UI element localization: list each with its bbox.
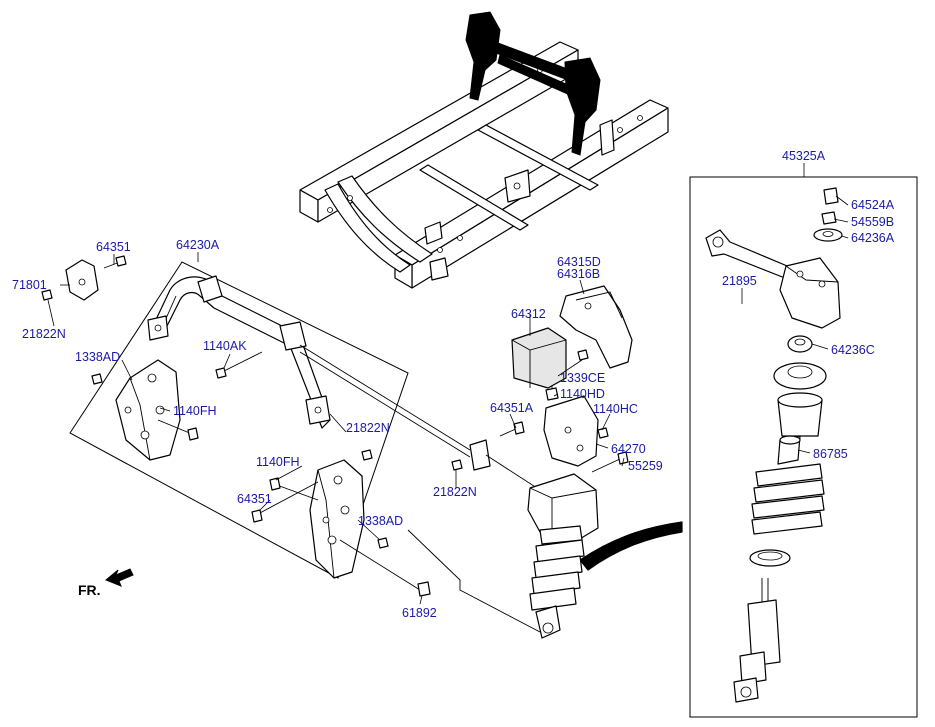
label-1339CE[interactable]: 1339CE	[560, 371, 605, 385]
label-64524A[interactable]: 64524A	[851, 198, 895, 212]
label-21822N-right[interactable]: 21822N	[433, 485, 477, 499]
label-1338AD-mid[interactable]: 1338AD	[358, 514, 403, 528]
vehicle-frame	[299, 11, 669, 289]
label-1338AD-left[interactable]: 1338AD	[75, 350, 120, 364]
label-61892[interactable]: 61892	[402, 606, 437, 620]
label-1140AK[interactable]: 1140AK	[203, 339, 247, 353]
label-64236C[interactable]: 64236C	[831, 343, 875, 357]
shock-kit-parts	[705, 187, 843, 703]
stabilizer-group-box	[69, 261, 409, 579]
lower-bracket-64270	[543, 395, 599, 467]
label-1140FH-mid[interactable]: 1140FH	[256, 455, 300, 469]
front-arrow-icon	[105, 568, 134, 587]
label-1140HC[interactable]: 1140HC	[593, 402, 638, 416]
label-64230A[interactable]: 64230A	[176, 238, 220, 252]
label-1140HD[interactable]: 1140HD	[560, 387, 605, 401]
stabilizer-clamp-left	[65, 259, 99, 301]
label-64312[interactable]: 64312	[511, 307, 546, 321]
label-64316B[interactable]: 64316B	[557, 267, 600, 281]
label-21822N-mid[interactable]: 21822N	[346, 421, 390, 435]
label-21895[interactable]: 21895	[722, 274, 757, 288]
stabilizer-link-rod	[299, 344, 541, 491]
label-71801[interactable]: 71801	[12, 278, 47, 292]
label-64270[interactable]: 64270	[611, 442, 646, 456]
fasteners	[41, 255, 629, 597]
label-1140FH-left[interactable]: 1140FH	[173, 404, 217, 418]
label-45325A[interactable]: 45325A	[782, 149, 826, 163]
label-64351-top[interactable]: 64351	[96, 240, 131, 254]
label-64315D[interactable]: 64315D	[557, 255, 601, 269]
label-21822N-left[interactable]: 21822N	[22, 327, 66, 341]
label-64351A[interactable]: 64351A	[490, 401, 534, 415]
front-direction-label: FR.	[78, 582, 101, 598]
middle-mounting-bracket	[309, 459, 365, 579]
upper-mount-assembly	[511, 285, 633, 389]
shock-absorber-assembly	[407, 473, 683, 639]
label-86785[interactable]: 86785	[813, 447, 848, 461]
shock-kit-box	[689, 176, 918, 718]
part-number-labels: 45325A 64524A 54559B 64236A 21895 64236C…	[12, 149, 895, 620]
front-direction-indicator: FR.	[78, 568, 134, 598]
label-54559B[interactable]: 54559B	[851, 215, 894, 229]
left-mounting-bracket	[115, 359, 181, 461]
label-55259[interactable]: 55259	[628, 459, 663, 473]
label-64351-mid[interactable]: 64351	[237, 492, 272, 506]
leader-lines	[47, 163, 849, 605]
label-64236A[interactable]: 64236A	[851, 231, 895, 245]
stabilizer-bar	[147, 275, 331, 429]
